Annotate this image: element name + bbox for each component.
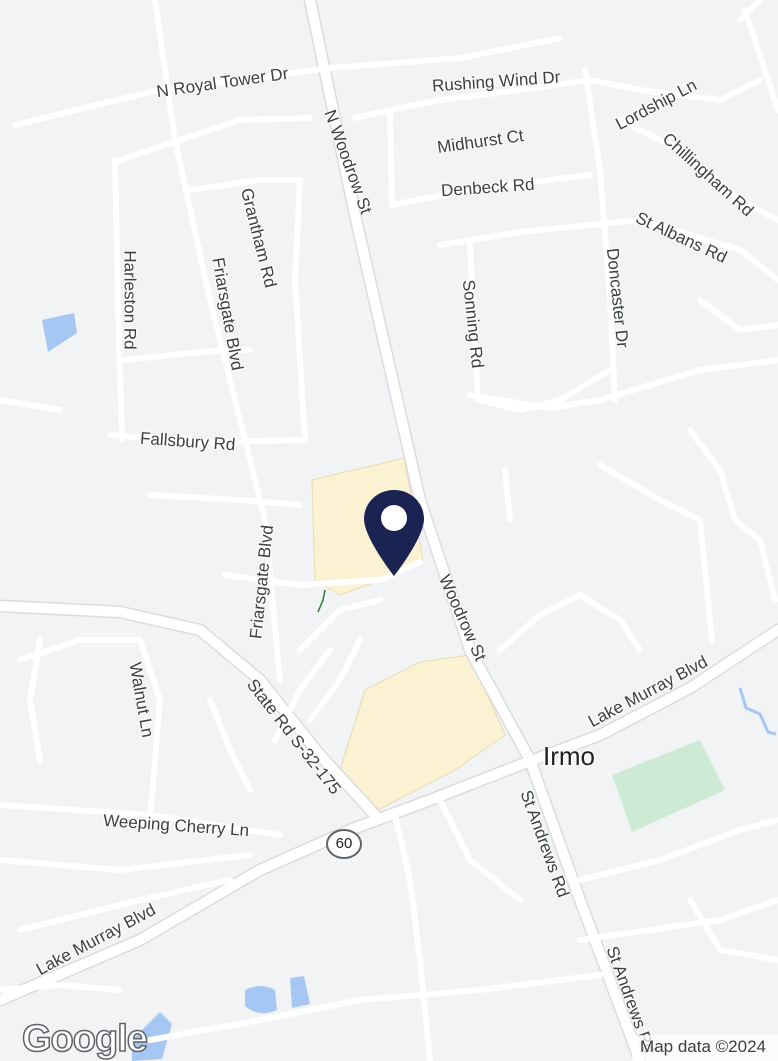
map-attribution[interactable]: Map data ©2024 [632,1035,778,1061]
water-bodies [42,313,777,1061]
street-label-harleston-rd: Harleston Rd [120,250,140,350]
route-shield-60: 60 [326,829,362,859]
location-pin-icon[interactable] [362,488,426,580]
park-area [612,740,725,832]
city-label-irmo: Irmo [543,741,595,771]
google-logo: Google [21,1017,148,1061]
footpath [317,589,326,613]
